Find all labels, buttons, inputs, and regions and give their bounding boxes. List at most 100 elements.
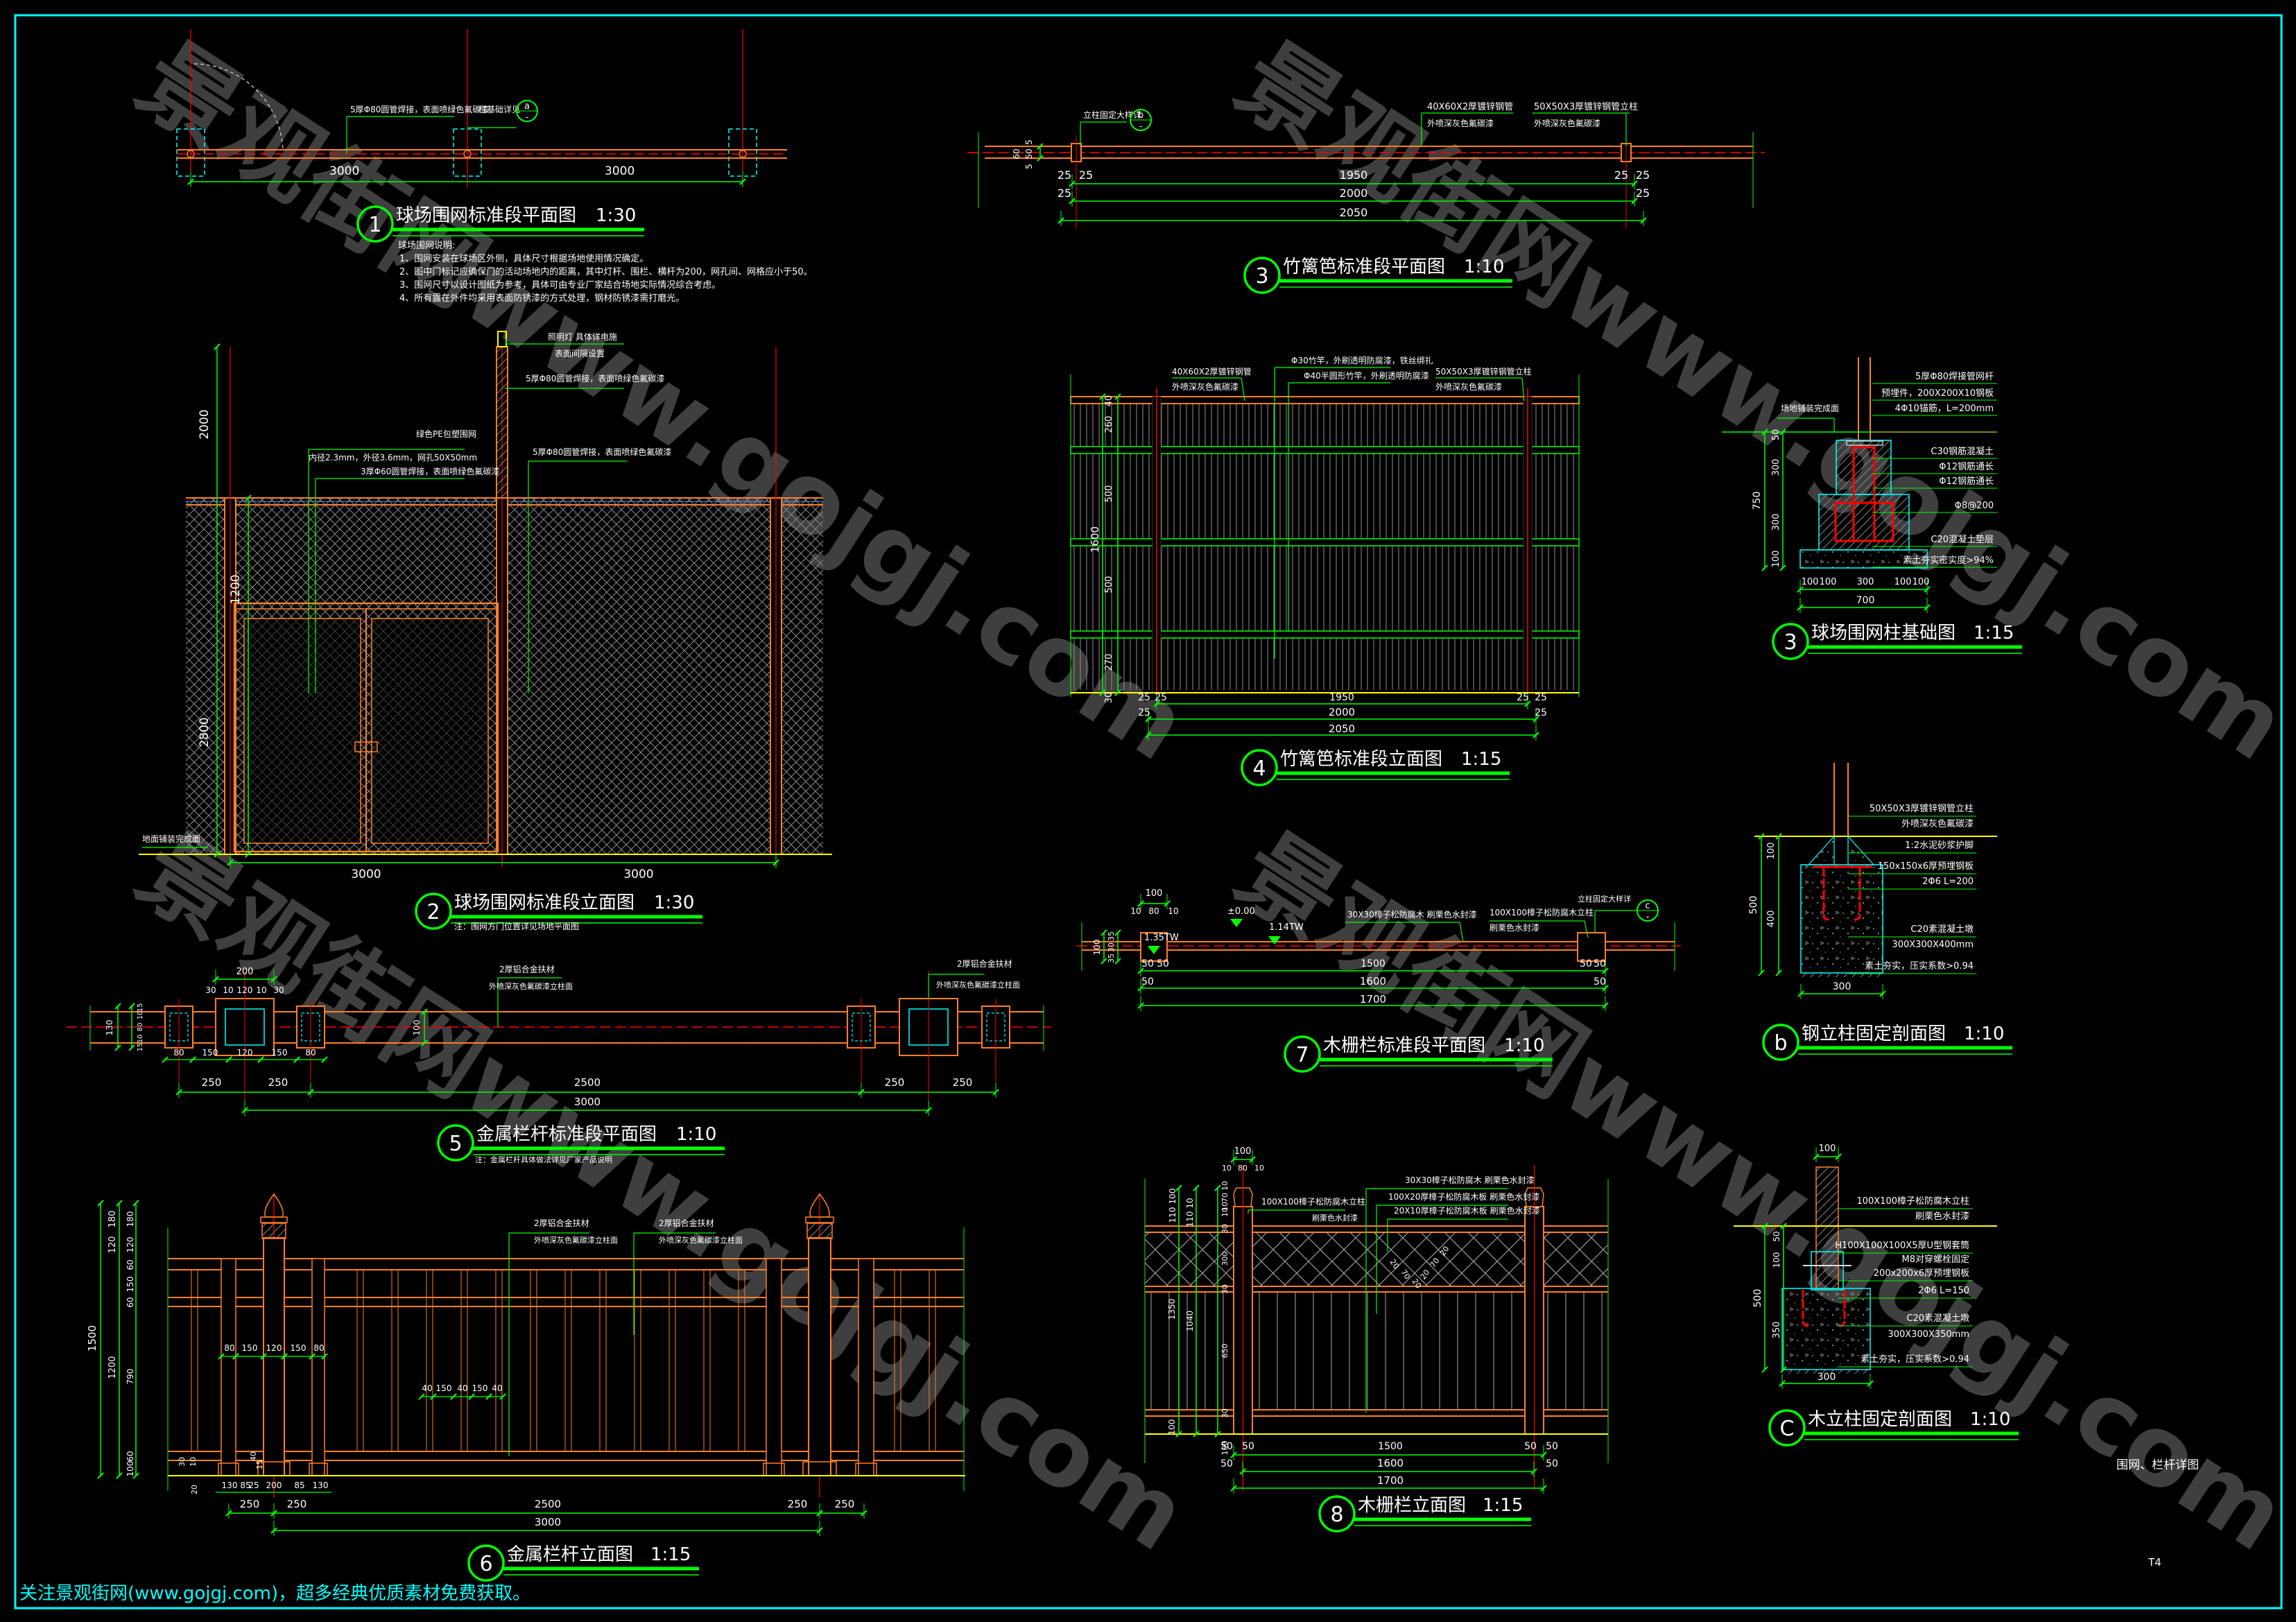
label: 100X20厚樟子松防腐木板 刷栗色水封漆 — [1388, 1191, 1539, 1202]
label: 25 — [248, 1481, 259, 1490]
label: 场地铺装完成面 — [1781, 403, 1839, 413]
label: 25 — [1614, 169, 1628, 182]
label: 2000 — [1329, 706, 1355, 718]
label: 25 — [1138, 692, 1150, 703]
label: 素土夯实，压实系数>0.94 — [1865, 961, 1974, 972]
label: 85 — [294, 1481, 304, 1490]
label: 外喷深灰色氟碳漆 — [1435, 382, 1502, 392]
label: 1200 — [229, 574, 243, 604]
label: 150 — [272, 1048, 288, 1058]
label: 120 — [237, 985, 253, 995]
leader-line — [1241, 377, 1245, 402]
label: 3000 — [623, 868, 653, 881]
label: 50 — [1546, 1458, 1558, 1469]
view-scale: 1:15 — [1461, 749, 1501, 770]
label: 80 — [1148, 906, 1159, 916]
callout-sheet: - — [1646, 912, 1650, 922]
label: 30 — [273, 985, 284, 995]
label: 30 — [205, 985, 216, 995]
label: 3000 — [351, 868, 381, 881]
label: 25 — [1535, 707, 1547, 718]
label: 素土夯实，压实系数>0.94 — [1861, 1354, 1969, 1365]
label: 500 — [1104, 576, 1114, 594]
label: 10 — [1220, 1181, 1229, 1191]
label: 25 — [1138, 707, 1150, 718]
label: 60 — [126, 1451, 135, 1461]
compacted-soil — [1782, 1370, 1870, 1374]
label: 1040 — [1185, 1311, 1195, 1332]
dimension-tick — [1775, 833, 1782, 840]
top-steel-tube — [1070, 396, 1580, 404]
view-title: 钢立柱固定剖面图 — [1802, 1024, 1946, 1044]
label: 10 — [1168, 906, 1178, 916]
label: 1500 — [86, 1325, 98, 1352]
label: 100 — [1092, 940, 1102, 956]
intermediate-post — [221, 1258, 236, 1476]
post-footing-outline — [176, 128, 205, 177]
view-title: 球场围网标准段立面图 — [454, 892, 635, 913]
label: 50 — [1771, 429, 1781, 441]
label: 50 — [1524, 1441, 1537, 1452]
dimension-tick — [321, 1353, 328, 1360]
label: 120 — [107, 1236, 118, 1254]
label: 100 — [1894, 577, 1912, 587]
label: 100 — [1167, 1420, 1177, 1435]
dimension-tick — [421, 1008, 428, 1015]
label: 100 — [1168, 1189, 1177, 1205]
label: 80 — [137, 1023, 144, 1032]
label: 120 — [266, 1343, 282, 1353]
label: 5 — [1024, 139, 1034, 145]
view-title: 金属栏杆标准段平面图 — [476, 1124, 657, 1145]
view-scale: 1:10 — [1964, 1024, 2004, 1044]
label: 外喷深灰色氟碳漆立柱面 — [489, 981, 573, 991]
label: 3厚Φ60圆管焊接，表面喷绿色氟碳漆 — [361, 466, 499, 476]
dimension-tick — [245, 494, 252, 501]
dimension-tick — [257, 1056, 264, 1063]
label: 外喷深灰色氟碳漆 — [1534, 119, 1600, 128]
label: 30X30樟子松防腐木 刷栗色水封漆 — [1347, 909, 1477, 920]
dimension-text: 3000 — [329, 164, 359, 178]
label: 30 — [1220, 1284, 1229, 1294]
label: 立柱固定大样详 — [1578, 894, 1631, 904]
label: 10 — [1130, 906, 1141, 916]
label: 15 — [255, 1460, 264, 1469]
gate-latch — [354, 741, 378, 752]
dimension-tick — [418, 1393, 425, 1400]
label: 外喷深灰色氟碳漆立柱面 — [936, 980, 1020, 990]
label: 300 — [1818, 1372, 1836, 1383]
dimension-tick — [114, 1044, 121, 1051]
dimension-tick — [1193, 1431, 1200, 1438]
dimension-tick — [1193, 1184, 1200, 1191]
note-line: 1、围网安装在球场区外侧，具体尺寸根据场地使用情况确定。 — [399, 253, 648, 264]
dimension-tick — [1761, 564, 1768, 571]
label: 2000 — [1340, 187, 1368, 200]
dimension-tick — [162, 1056, 169, 1063]
label: 1600 — [1360, 975, 1386, 987]
concrete-bedding — [1799, 549, 1928, 569]
dimension-tick — [1775, 969, 1782, 976]
label: 3000 — [535, 1516, 561, 1528]
view-number: 1 — [368, 213, 381, 237]
label: 50 — [1580, 958, 1592, 969]
label: 预埋件，200X200X10钢板 — [1881, 388, 1994, 399]
label: 80 — [305, 1048, 316, 1058]
label: 150 — [291, 1343, 307, 1353]
label: 外喷深灰色氟碳漆 — [1427, 119, 1494, 128]
level-triangle-icon — [1148, 946, 1160, 954]
dimension-tick — [128, 1044, 135, 1051]
label: 80 — [1238, 1164, 1248, 1173]
label: 750 — [1752, 492, 1763, 510]
label: 700 — [1856, 595, 1875, 606]
label: 250 — [953, 1076, 973, 1089]
dimension-tick — [97, 1472, 104, 1479]
label: C20素混凝土墩 — [1910, 924, 1974, 935]
label: 100 — [1913, 577, 1930, 587]
dimension-tick — [1037, 155, 1044, 162]
label: 130 — [222, 1481, 238, 1490]
label: 5厚Φ80圆管焊接，表面喷绿色氟碳漆 — [533, 447, 671, 457]
dimension-tick — [218, 1353, 225, 1360]
label: H100X100X100X5厚U型钢套筒 — [1835, 1240, 1969, 1251]
label: 外喷深灰色氟碳漆立柱面 — [534, 1235, 618, 1245]
gate-leaf-right — [371, 618, 489, 844]
